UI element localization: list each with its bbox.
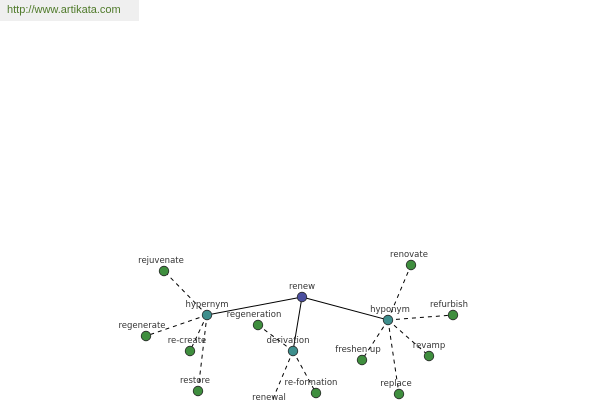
leaf-label-regenerate[interactable]: regenerate <box>118 321 165 331</box>
edge-derivation-renewal <box>271 350 294 400</box>
edge-hyponym-refurbish <box>387 314 454 321</box>
leaf-label-renewal[interactable]: renewal <box>252 393 286 400</box>
leaf-node-replace[interactable] <box>393 388 405 400</box>
leaf-label-renovate[interactable]: renovate <box>390 250 428 260</box>
leaf-label-rejuvenate[interactable]: rejuvenate <box>138 256 184 266</box>
edge-hyponym-renovate <box>387 264 412 321</box>
leaf-label-replace[interactable]: replace <box>380 379 411 389</box>
graph-edges <box>145 264 454 400</box>
graph-nodes <box>140 259 459 400</box>
relation-node-hypernym[interactable] <box>201 309 213 321</box>
leaf-node-rejuvenate[interactable] <box>158 265 170 277</box>
relation-label-hyponym[interactable]: hyponym <box>370 305 410 315</box>
edge-hypernym-regenerate <box>145 314 208 337</box>
edge-renew-hyponym <box>301 296 389 321</box>
leaf-node-re-create[interactable] <box>184 345 196 357</box>
leaf-label-refurbish[interactable]: refurbish <box>430 300 468 310</box>
leaf-node-regenerate[interactable] <box>140 330 152 342</box>
relation-label-hypernym[interactable]: hypernym <box>185 300 228 310</box>
leaf-node-refurbish[interactable] <box>447 309 459 321</box>
edge-hyponym-revamp <box>387 319 430 357</box>
leaf-node-renovate[interactable] <box>405 259 417 271</box>
center-node-renew[interactable] <box>296 291 308 303</box>
relation-node-hyponym[interactable] <box>382 314 394 326</box>
edge-hypernym-rejuvenate <box>163 270 208 316</box>
leaf-node-regeneration[interactable] <box>252 319 264 331</box>
leaf-label-re-formation[interactable]: re-formation <box>285 378 338 388</box>
site-url-link[interactable]: http://www.artikata.com <box>7 4 121 16</box>
leaf-label-revamp[interactable]: revamp <box>413 341 445 351</box>
graph-labels: renew hypernym derivation hyponym rejuvenate… <box>118 250 468 400</box>
edge-renew-hypernym <box>206 296 303 316</box>
leaf-label-regeneration[interactable]: regeneration <box>227 310 282 320</box>
center-label-renew[interactable]: renew <box>289 282 315 292</box>
leaf-label-restore[interactable]: restore <box>180 376 210 386</box>
leaf-node-freshen-up[interactable] <box>356 354 368 366</box>
url-bar: http://www.artikata.com <box>0 0 139 21</box>
edge-renew-derivation <box>292 296 303 352</box>
leaf-label-re-create[interactable]: re-create <box>168 336 207 346</box>
relation-node-derivation[interactable] <box>287 345 299 357</box>
leaf-node-revamp[interactable] <box>423 350 435 362</box>
edge-hypernym-re-create <box>189 314 208 352</box>
leaf-node-re-formation[interactable] <box>310 387 322 399</box>
leaf-label-freshen-up[interactable]: freshen up <box>335 345 380 355</box>
relation-label-derivation[interactable]: derivation <box>266 336 309 346</box>
leaf-node-restore[interactable] <box>192 385 204 397</box>
